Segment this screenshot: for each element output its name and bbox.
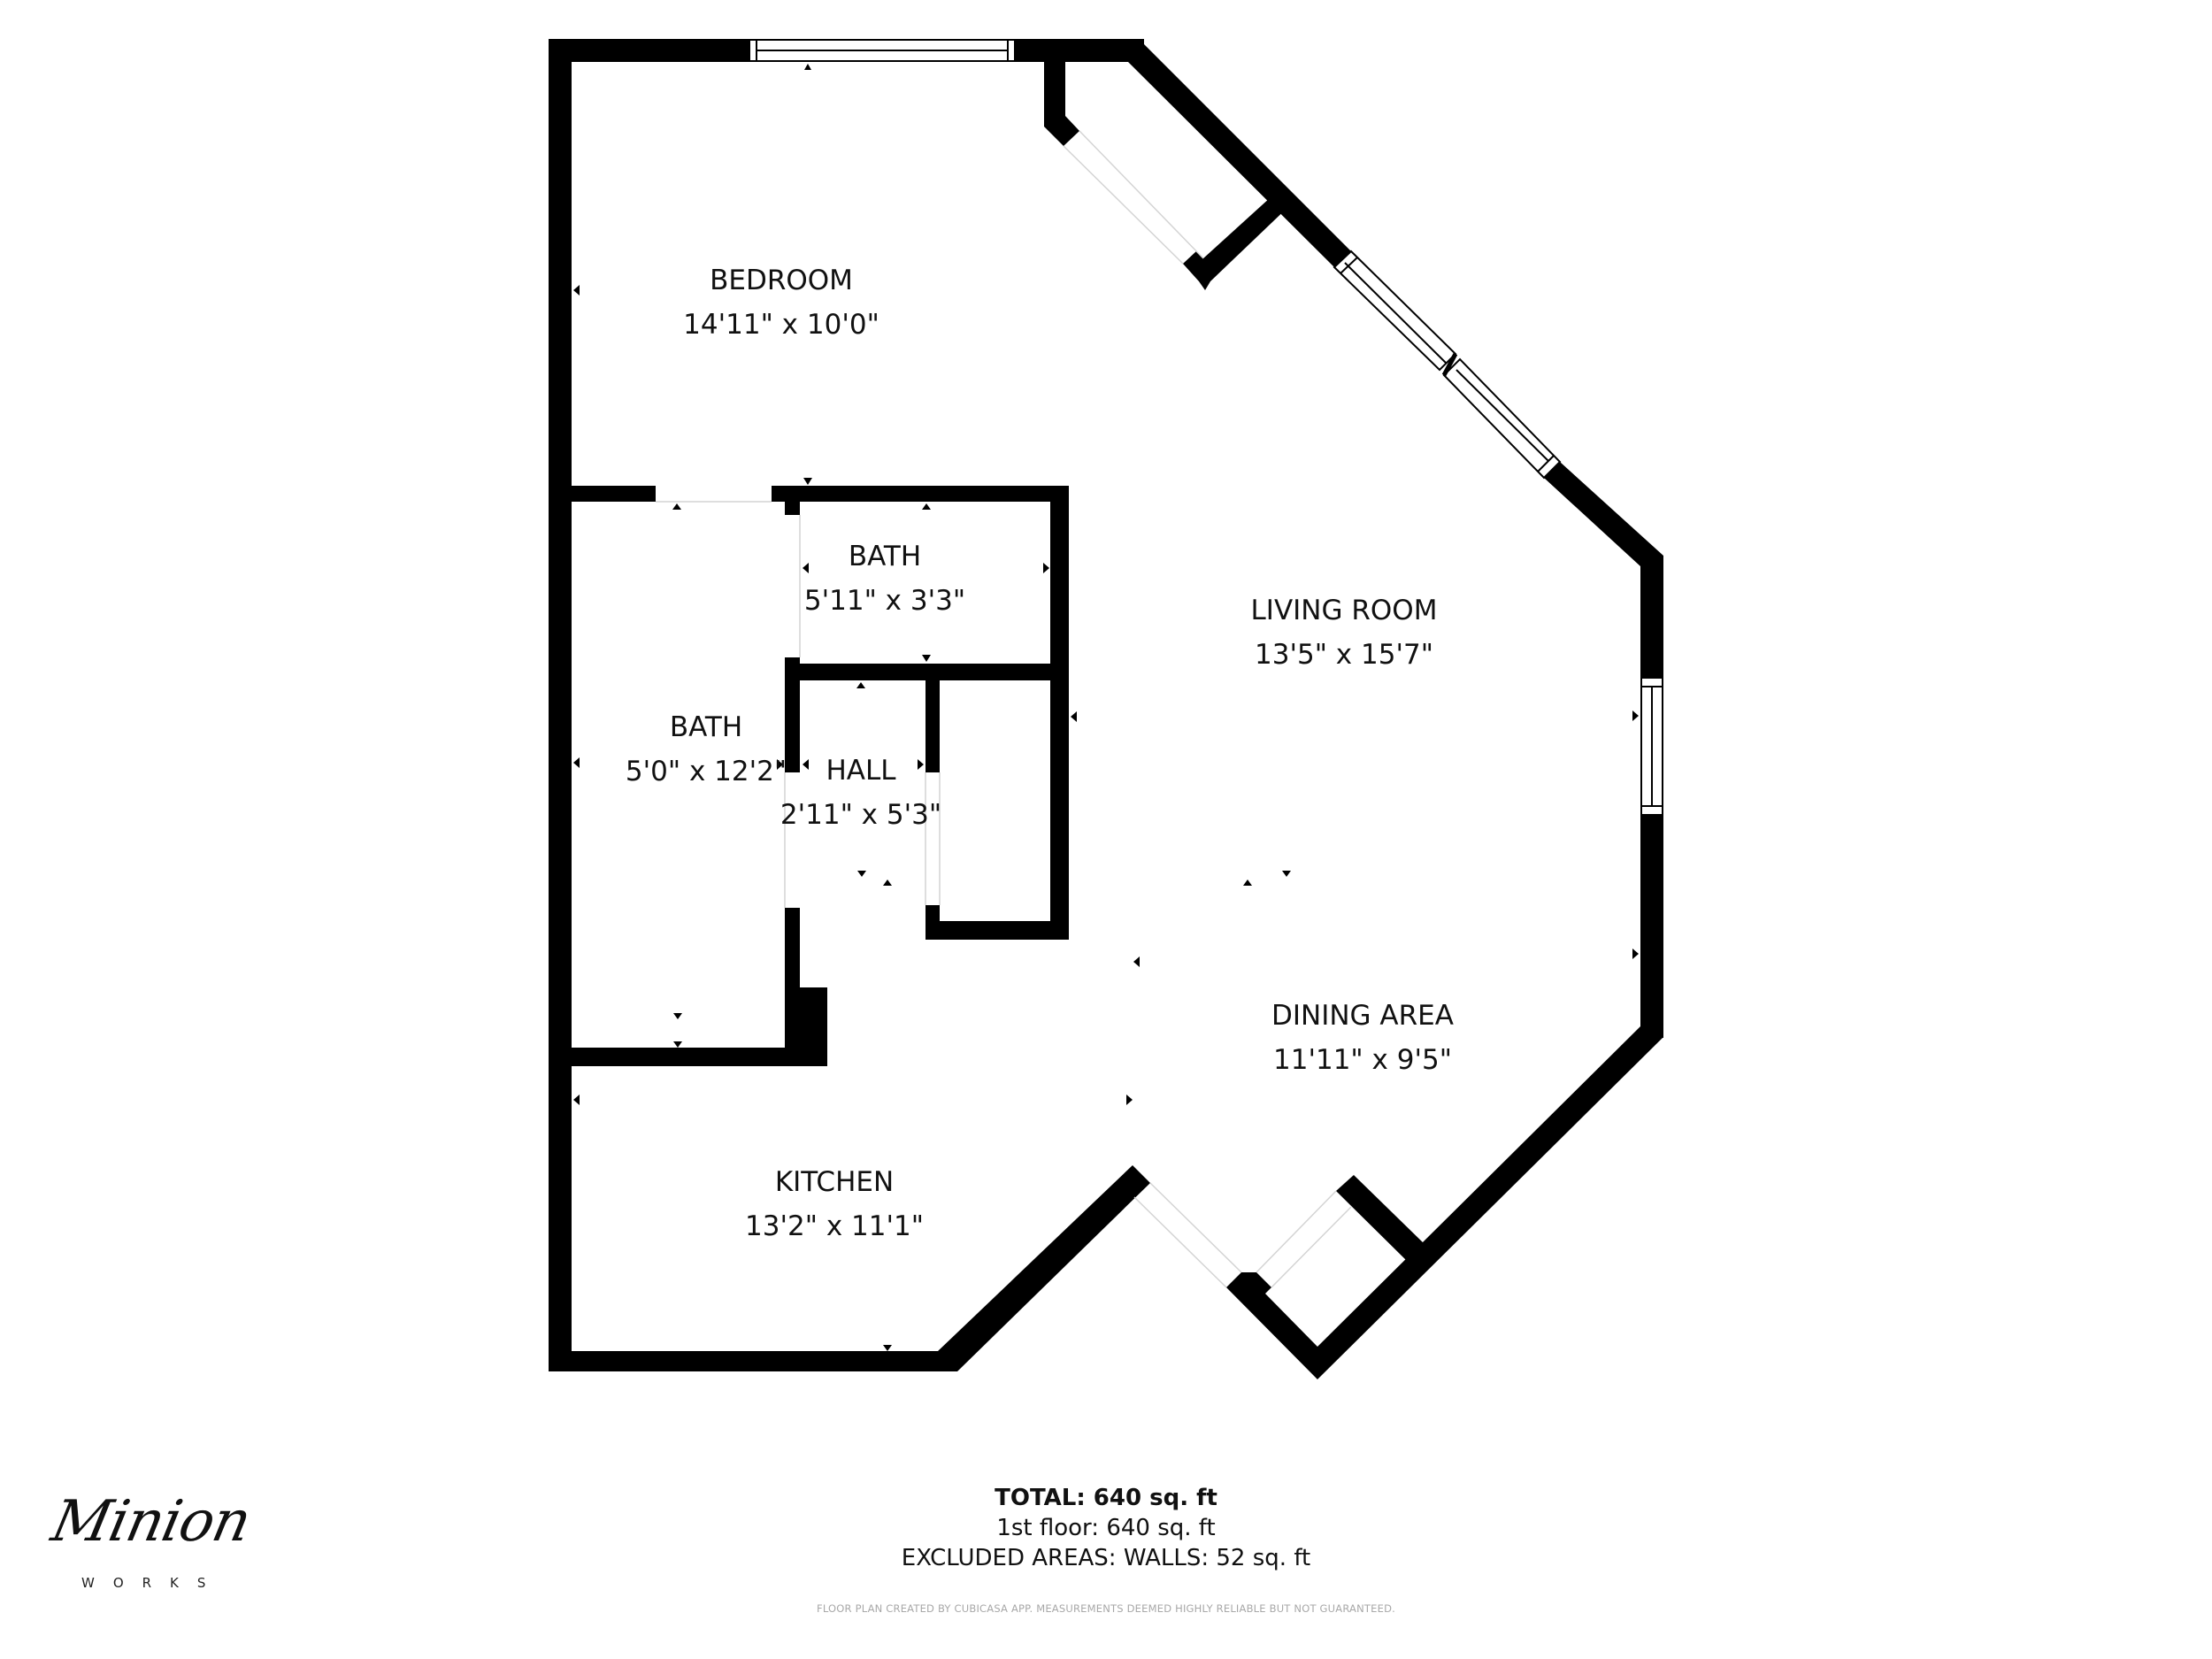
marker-left-icon xyxy=(573,1094,580,1105)
marker-down-icon xyxy=(857,871,866,877)
wall-top-right xyxy=(1015,39,1144,62)
marker-left-icon xyxy=(803,563,809,573)
wall-right-lower xyxy=(1640,815,1663,1038)
logo-subtitle: WORKS xyxy=(81,1575,225,1591)
door-entry xyxy=(1149,1182,1242,1273)
room-label-dining-area: DINING AREA 11'11" x 9'5" xyxy=(1271,994,1454,1082)
room-name: BATH xyxy=(848,541,922,572)
wall-diagonal-upper-b xyxy=(1544,462,1663,575)
wall-bedroom-bath-left xyxy=(572,486,656,502)
windows xyxy=(749,39,1663,816)
measurement-markers xyxy=(573,64,1639,1351)
room-dimensions: 5'11" x 3'3" xyxy=(803,585,966,617)
room-name: LIVING ROOM xyxy=(1250,595,1438,626)
disclaimer: FLOOR PLAN CREATED BY CUBICASA APP. MEAS… xyxy=(817,1602,1395,1615)
marker-right-icon xyxy=(1632,710,1639,721)
walls xyxy=(549,39,1663,1379)
marker-right-icon xyxy=(777,759,783,770)
marker-up-icon xyxy=(804,64,811,70)
floor-area: 1st floor: 640 sq. ft xyxy=(996,1515,1216,1541)
window-living-right xyxy=(1640,677,1663,816)
window-bedroom-top xyxy=(749,39,1016,62)
marker-left-icon xyxy=(573,757,580,768)
wall-outer-left xyxy=(549,39,572,1371)
room-label-bedroom: BEDROOM 14'11" x 10'0" xyxy=(683,258,879,347)
marker-down-icon xyxy=(673,1041,682,1048)
wall-pillar xyxy=(800,987,827,1066)
door-bedroom-closet xyxy=(1079,130,1204,259)
marker-right-icon xyxy=(1632,949,1639,959)
room-name: HALL xyxy=(826,755,896,787)
marker-left-icon xyxy=(1071,711,1077,722)
total-area: TOTAL: 640 sq. ft xyxy=(995,1485,1217,1511)
room-dimensions: 14'11" x 10'0" xyxy=(683,309,879,341)
room-label-bath-small: BATH 5'11" x 3'3" xyxy=(804,534,965,623)
room-label-hall: HALL 2'11" x 5'3" xyxy=(780,749,941,837)
wall-t-stub xyxy=(785,486,800,515)
room-dimensions: 13'2" x 11'1" xyxy=(745,1210,924,1242)
logo-script: Minion xyxy=(46,1489,257,1555)
room-name: DINING AREA xyxy=(1271,1000,1454,1032)
marker-up-icon xyxy=(856,682,865,688)
room-dimensions: 2'11" x 5'3" xyxy=(780,799,942,831)
wall-bedroom-closet-return xyxy=(1183,188,1292,290)
marker-left-icon xyxy=(803,759,809,770)
logo: Minion WORKS xyxy=(46,1486,265,1601)
wall-small-bath-right xyxy=(1050,486,1069,940)
wall-kitchen-diagonal xyxy=(938,1165,1150,1371)
marker-down-icon xyxy=(922,655,931,662)
wall-diagonal-lower-right xyxy=(1306,1026,1663,1379)
marker-down-icon xyxy=(1282,871,1291,877)
marker-down-icon xyxy=(883,1345,892,1351)
room-dimensions: 13'5" x 15'7" xyxy=(1255,639,1433,671)
excluded-area: EXCLUDED AREAS: WALLS: 52 sq. ft xyxy=(901,1545,1311,1571)
wall-v-left-arm xyxy=(1226,1272,1317,1379)
room-dimensions: 11'11" x 9'5" xyxy=(1273,1044,1452,1076)
room-label-living-room: LIVING ROOM 13'5" x 15'7" xyxy=(1251,588,1438,677)
marker-up-icon xyxy=(922,503,931,510)
marker-right-icon xyxy=(918,759,924,770)
wall-closet-left-upper xyxy=(926,680,940,772)
wall-right-upper xyxy=(1640,556,1663,678)
marker-left-icon xyxy=(1133,956,1140,967)
wall-bath-bottom xyxy=(572,1048,827,1066)
room-name: BATH xyxy=(669,711,743,743)
wall-bedroom-bath-right xyxy=(772,486,1069,502)
door-openings xyxy=(656,130,1352,1288)
room-label-bath-large: BATH 5'0" x 12'2" xyxy=(626,705,787,794)
window-living-diagonal xyxy=(1333,250,1562,480)
wall-diagonal-upper-a xyxy=(1128,39,1351,267)
marker-up-icon xyxy=(672,503,681,510)
area-summary: TOTAL: 640 sq. ft 1st floor: 640 sq. ft … xyxy=(902,1483,1310,1573)
marker-up-icon xyxy=(883,879,892,886)
room-label-kitchen: KITCHEN 13'2" x 11'1" xyxy=(745,1160,924,1248)
marker-right-icon xyxy=(1043,563,1049,573)
marker-right-icon xyxy=(1126,1094,1133,1105)
wall-hall-left-lower xyxy=(785,908,800,1066)
wall-bath-hall xyxy=(785,664,1069,680)
wall-top-left xyxy=(549,39,749,62)
room-name: KITCHEN xyxy=(774,1166,895,1198)
wall-closet-bottom xyxy=(926,921,1069,940)
wall-hall-left-upper xyxy=(785,657,800,772)
wall-bedroom-closet-vertical xyxy=(1044,62,1079,146)
room-name: BEDROOM xyxy=(710,265,853,296)
marker-up-icon xyxy=(1243,879,1252,886)
room-dimensions: 5'0" x 12'2" xyxy=(625,756,787,787)
marker-down-icon xyxy=(673,1013,682,1019)
marker-down-icon xyxy=(803,478,812,485)
wall-dining-closet xyxy=(1336,1175,1426,1263)
door-dining-closet xyxy=(1256,1190,1337,1273)
marker-left-icon xyxy=(573,285,580,296)
wall-kitchen-bottom xyxy=(549,1351,954,1371)
